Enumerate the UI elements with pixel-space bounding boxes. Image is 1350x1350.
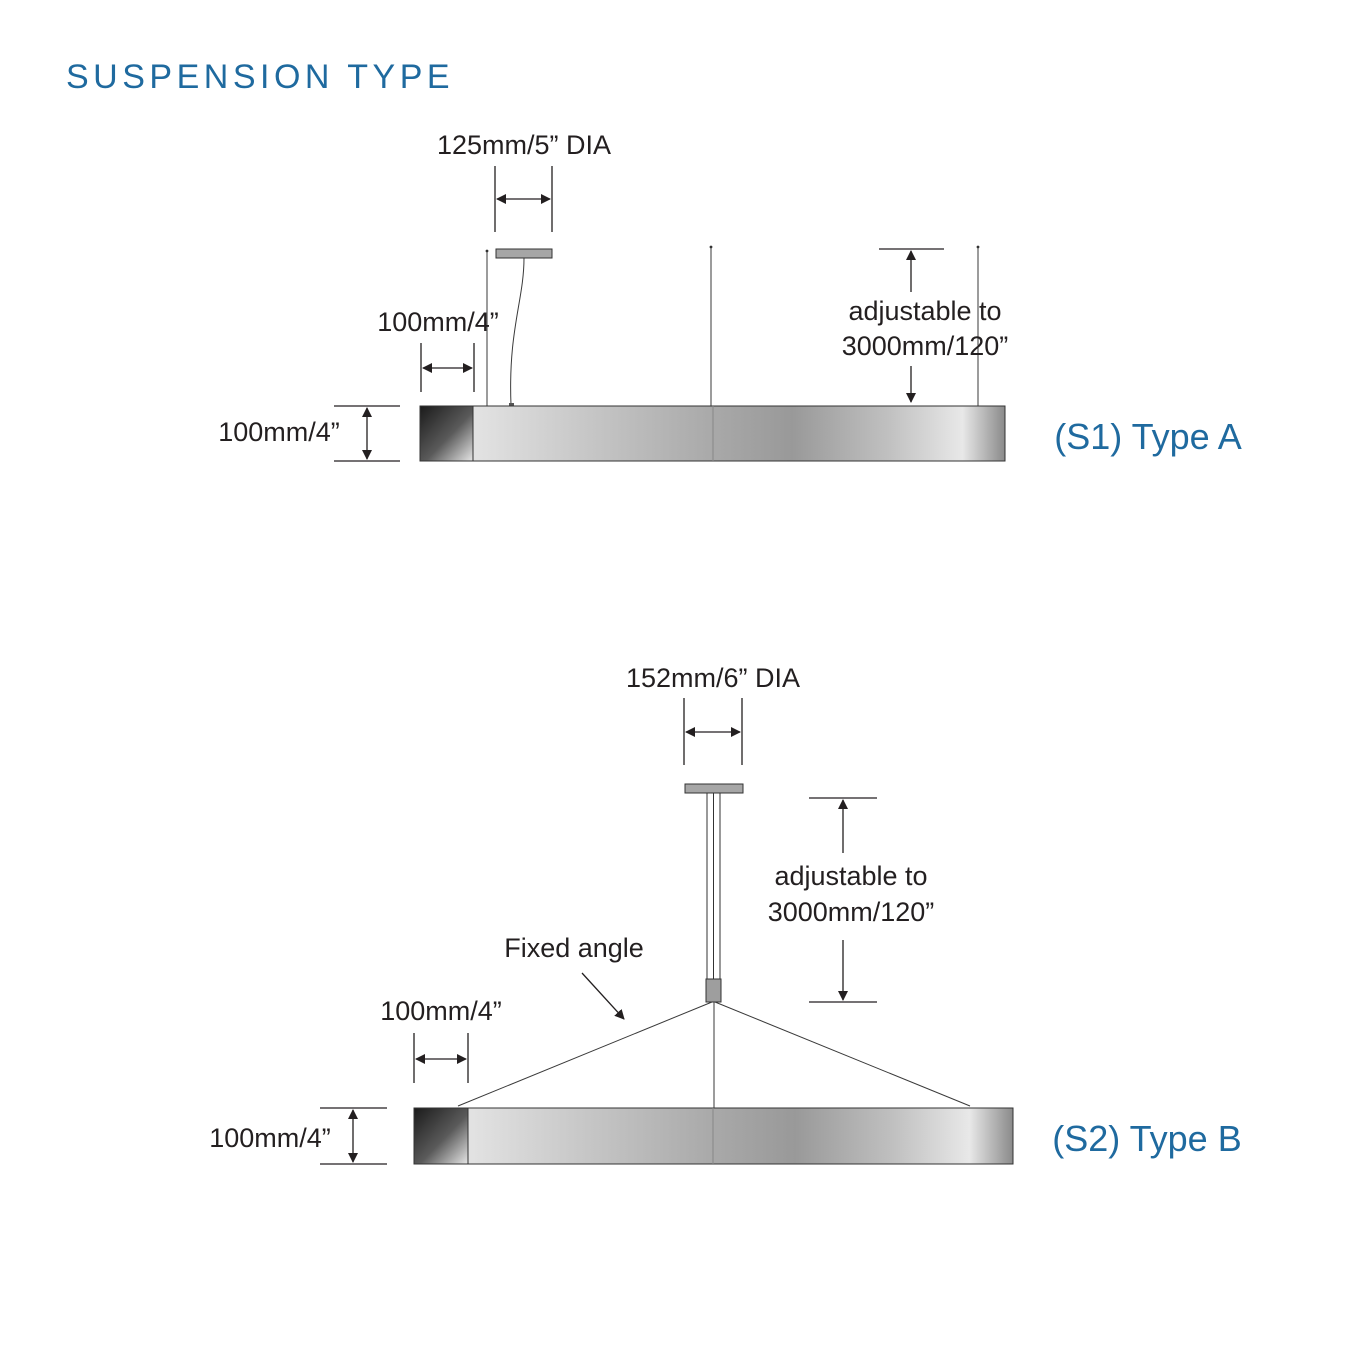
type-b-fixed-angle-arrow (581, 972, 625, 1020)
type-a-cable-left-anchor (485, 249, 489, 253)
type-a-power-cord (510, 257, 525, 406)
type-a-adjust-label-1: adjustable to (848, 296, 1001, 326)
type-b-adjust-label-1: adjustable to (774, 861, 927, 891)
type-b-luminaire-end (413, 1107, 469, 1165)
type-b-canopy-dia-label: 152mm/6” DIA (626, 663, 800, 693)
type-a-offset-label: 100mm/4” (377, 307, 499, 337)
type-b-height-label: 100mm/4” (209, 1123, 331, 1153)
type-b-label: (S2) Type B (1052, 1118, 1241, 1159)
page-title: SUSPENSION TYPE (66, 58, 455, 96)
type-b-group: 152mm/6” DIA Fixed angle adjustable to 3… (209, 663, 1242, 1165)
type-b-hub (705, 978, 722, 1003)
type-b-adjust-label-2: 3000mm/120” (768, 897, 935, 927)
type-a-label: (S1) Type A (1054, 416, 1241, 457)
type-a-group: 125mm/5” DIA 100mm/4” adjustable to 3000… (218, 130, 1242, 462)
type-a-cable-middle-anchor (709, 245, 713, 249)
type-a-luminaire-body (472, 405, 1006, 462)
type-a-height-label: 100mm/4” (218, 417, 340, 447)
type-b-canopy (684, 783, 744, 794)
type-b-luminaire-body (467, 1107, 1014, 1165)
type-a-canopy (495, 248, 553, 259)
type-a-luminaire-end (419, 405, 474, 462)
type-b-offset-label: 100mm/4” (380, 996, 502, 1026)
type-b-fixed-angle-label: Fixed angle (504, 933, 644, 963)
type-a-cable-right-anchor (976, 245, 980, 249)
type-a-canopy-dia-label: 125mm/5” DIA (437, 130, 611, 160)
type-b-cable-right (714, 1001, 971, 1107)
type-b-cable-left (457, 1001, 713, 1107)
type-a-adjust-label-2: 3000mm/120” (842, 331, 1009, 361)
